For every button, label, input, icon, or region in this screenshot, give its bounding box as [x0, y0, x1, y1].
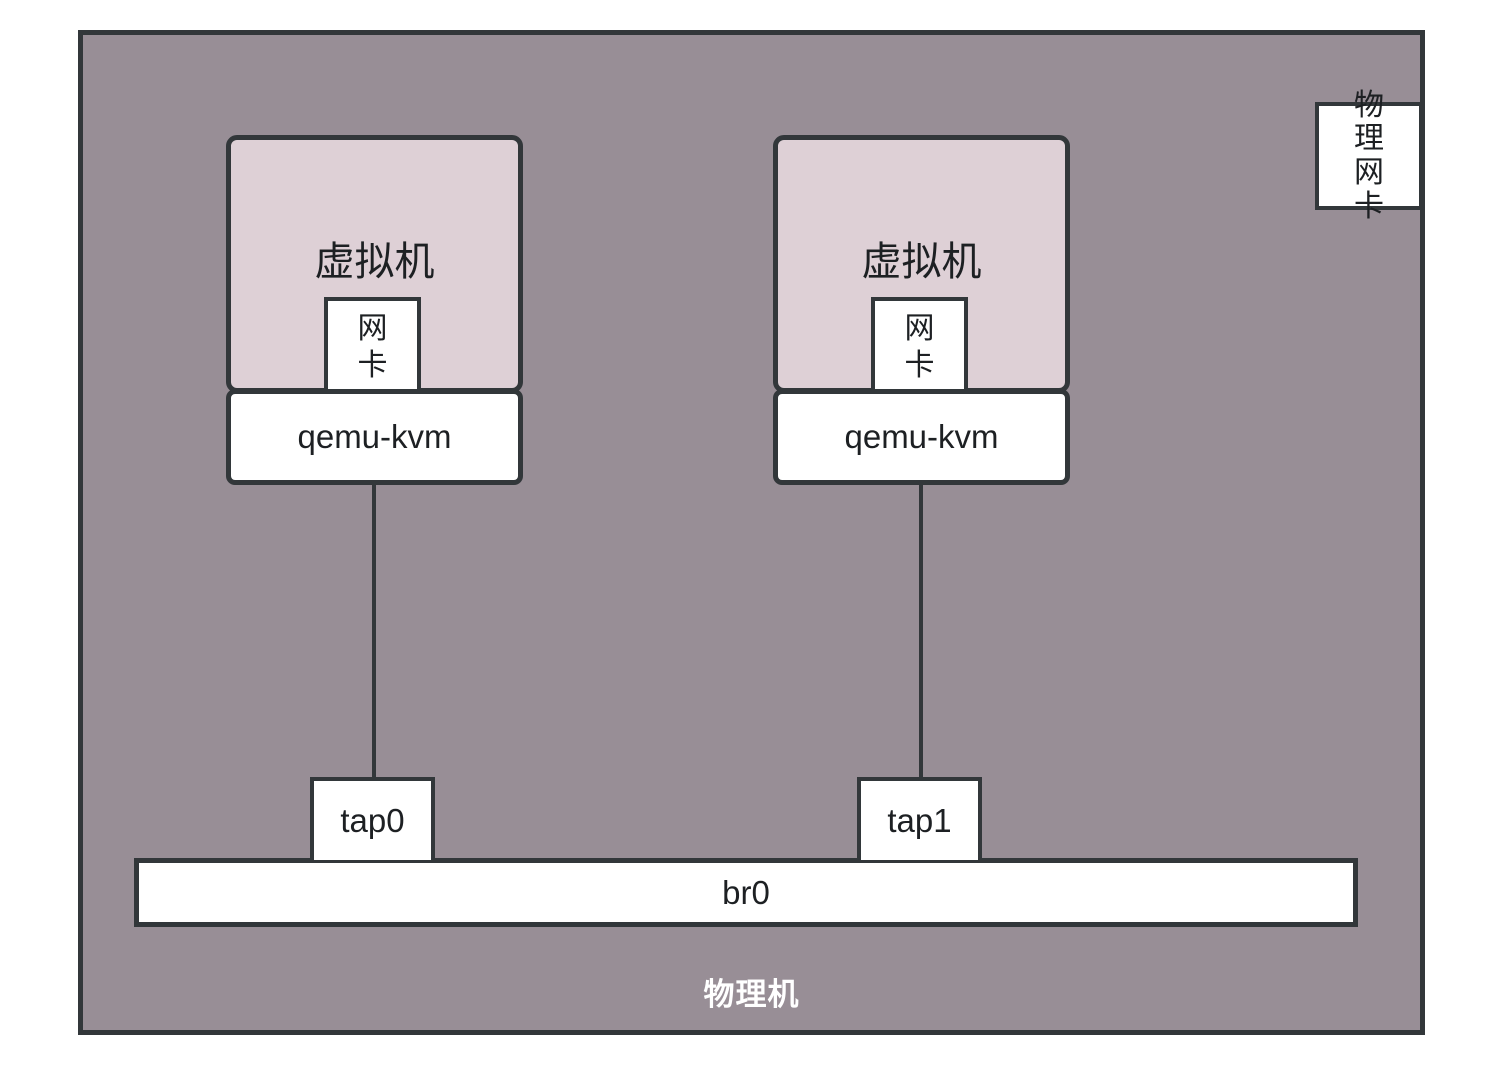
- connector-line-1: [372, 484, 376, 781]
- tap-device-label-0: tap0: [340, 801, 405, 839]
- host-machine-container: 物理网卡 虚拟机 网卡 qemu-kvm 虚拟机 网卡 qemu-kvm: [78, 30, 1425, 1035]
- physical-nic-box: 物理网卡: [1315, 89, 1423, 223]
- hypervisor-label-1: qemu-kvm: [297, 418, 452, 455]
- bridge-box: br0: [134, 858, 1358, 927]
- bridge-label: br0: [722, 873, 770, 911]
- connector-line-2: [919, 484, 923, 781]
- vm-box-1: 虚拟机 网卡: [226, 135, 523, 398]
- virtual-nic-label-1: 网卡: [357, 311, 388, 382]
- hypervisor-box-1: qemu-kvm: [226, 389, 523, 485]
- vm-title-2: 虚拟机: [861, 240, 982, 284]
- tap-device-label-1: tap1: [887, 801, 952, 839]
- virtual-nic-label-2: 网卡: [904, 311, 935, 382]
- physical-nic-label: 物理网卡: [1354, 88, 1384, 223]
- vm-title-1: 虚拟机: [314, 240, 435, 284]
- virtual-nic-box-2: 网卡: [871, 297, 968, 398]
- tap-device-box-0: tap0: [310, 777, 435, 860]
- hypervisor-label-2: qemu-kvm: [844, 418, 999, 455]
- vm-box-2: 虚拟机 网卡: [773, 135, 1070, 398]
- hypervisor-box-2: qemu-kvm: [773, 389, 1070, 485]
- host-machine-label: 物理机: [703, 977, 800, 1012]
- virtual-nic-box-1: 网卡: [324, 297, 421, 398]
- tap-device-box-1: tap1: [857, 777, 982, 860]
